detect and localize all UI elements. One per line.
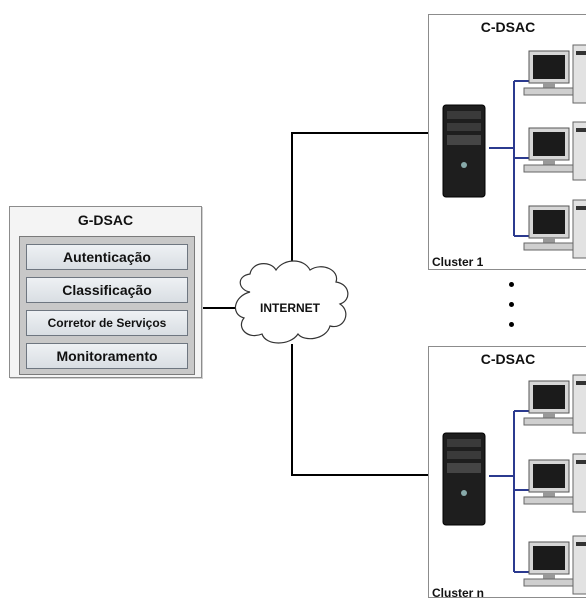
g-dsac-box: G-DSAC Autenticação Classificação Corret… (9, 206, 202, 378)
cluster-n-label: Cluster n (432, 586, 485, 600)
server-icon (442, 104, 486, 198)
ellipsis-dot (509, 322, 514, 327)
c-dsac-cluster-n: C-DSAC (428, 346, 586, 600)
c-dsac-title: C-DSAC (480, 19, 536, 35)
workstation-icon (523, 199, 586, 259)
g-dsac-modules-panel: Autenticação Classificação Corretor de S… (19, 236, 195, 375)
internet-cloud-icon (234, 260, 349, 344)
module-classificacao: Classificação (26, 277, 188, 303)
cluster-1-label: Cluster 1 (432, 255, 484, 269)
link-internet-cluster-1 (291, 132, 428, 276)
link-internet-cluster-n (291, 344, 428, 476)
ellipsis-dot (509, 282, 514, 287)
module-corretor-de-servicos: Corretor de Serviços (26, 310, 188, 336)
workstation-icon (523, 121, 586, 181)
c-dsac-cluster-1: C-DSAC (428, 14, 586, 270)
internet-label: INTERNET (260, 301, 320, 315)
c-dsac-title: C-DSAC (480, 351, 536, 367)
cluster-1-network (442, 44, 586, 259)
workstation-icon (523, 374, 586, 434)
module-monitoramento: Monitoramento (26, 343, 188, 369)
workstation-icon (523, 44, 586, 104)
ellipsis-dot (509, 302, 514, 307)
g-dsac-title: G-DSAC (77, 212, 134, 228)
module-autenticacao: Autenticação (26, 244, 188, 270)
server-icon (442, 432, 486, 526)
workstation-icon (523, 535, 586, 595)
cluster-n-network (442, 374, 586, 595)
workstation-icon (523, 453, 586, 513)
